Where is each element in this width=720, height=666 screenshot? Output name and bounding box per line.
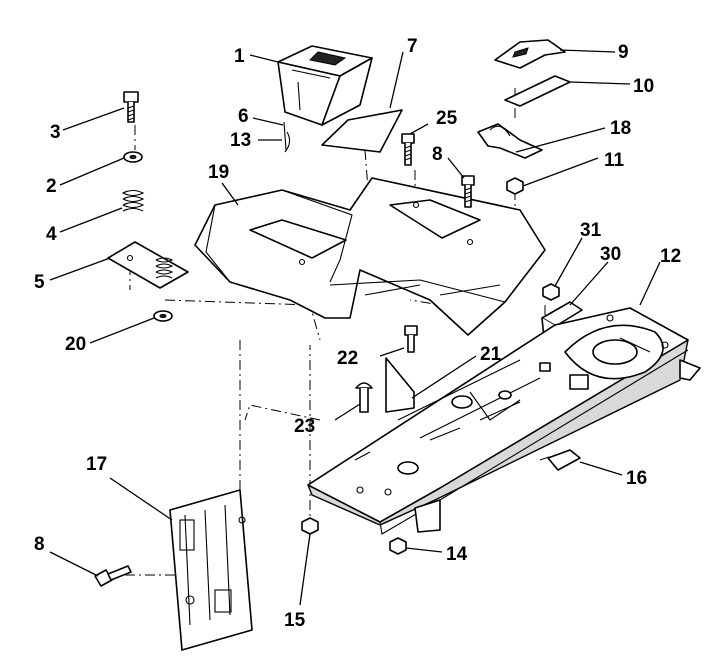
callout-13: 13 xyxy=(230,130,251,151)
callout-labels: 1 7 6 13 3 2 4 5 20 19 25 8 9 10 18 11 3… xyxy=(34,36,681,631)
nut-15-icon xyxy=(301,517,319,535)
callout-16: 16 xyxy=(626,468,647,489)
callout-19: 19 xyxy=(208,162,229,183)
callout-15: 15 xyxy=(284,610,306,631)
callout-17: 17 xyxy=(86,454,107,475)
fender-body-icon xyxy=(194,177,546,336)
nut-31-icon xyxy=(542,283,560,301)
callout-1: 1 xyxy=(234,46,245,67)
callout-3: 3 xyxy=(50,122,61,143)
frame-icon xyxy=(307,307,701,535)
carriage-bolt-icon xyxy=(355,382,373,413)
bolt-8-lower-icon xyxy=(94,565,132,587)
callout-23: 23 xyxy=(294,416,315,437)
bracket-21-icon xyxy=(385,357,415,413)
washer-20-icon xyxy=(153,310,173,322)
callout-6: 6 xyxy=(238,106,249,127)
clip-icon xyxy=(494,39,566,69)
callout-7: 7 xyxy=(407,36,418,57)
callout-8-upper: 8 xyxy=(432,144,443,165)
callout-25: 25 xyxy=(436,108,458,129)
callout-31: 31 xyxy=(580,220,602,241)
bracket-icon xyxy=(547,449,581,471)
callout-14: 14 xyxy=(446,544,468,565)
bolt-22-icon xyxy=(404,325,418,353)
callout-30: 30 xyxy=(600,244,621,265)
callout-10: 10 xyxy=(633,76,654,97)
saddle-clamp-icon xyxy=(477,123,543,159)
callout-11: 11 xyxy=(604,150,625,171)
spring-icon xyxy=(121,189,145,212)
washer-icon xyxy=(123,151,143,163)
callout-22: 22 xyxy=(337,348,358,369)
bracket-plate-icon xyxy=(107,241,189,289)
callout-4: 4 xyxy=(46,224,57,245)
decal-icon xyxy=(321,109,403,153)
callout-2: 2 xyxy=(46,176,57,197)
front-plate-icon xyxy=(169,489,253,651)
callout-18: 18 xyxy=(610,118,631,139)
seat-pan-tray-icon xyxy=(277,45,373,126)
nut-icon xyxy=(506,177,524,195)
callout-20: 20 xyxy=(65,334,86,355)
screw-icon xyxy=(401,133,475,208)
callout-12: 12 xyxy=(660,246,681,267)
callout-5: 5 xyxy=(34,272,45,293)
callout-8-lower: 8 xyxy=(34,534,45,555)
nut-14-icon xyxy=(389,537,407,555)
pin-icon xyxy=(283,121,291,153)
bolt-icon xyxy=(123,91,139,123)
callout-21: 21 xyxy=(480,344,502,365)
callout-9: 9 xyxy=(618,42,629,63)
leader-lines xyxy=(49,49,661,606)
